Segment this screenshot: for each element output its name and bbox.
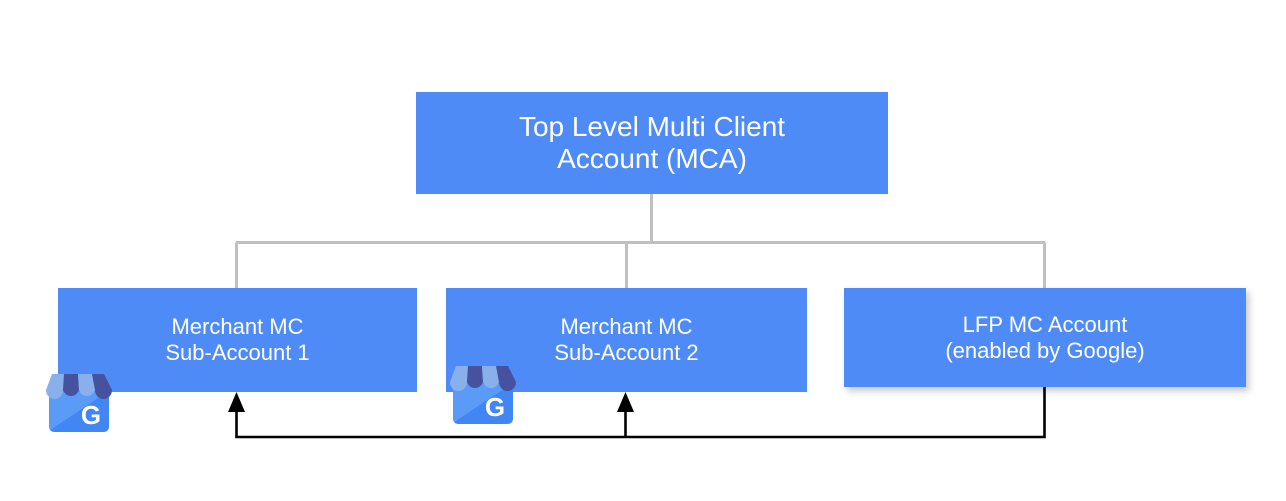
node-merchant-mc-sub-account-2[interactable]: Merchant MC Sub-Account 2	[446, 288, 807, 392]
node-merchant-mc-sub-account-2-line-2: Sub-Account 2	[554, 340, 699, 365]
gmb-awning-scallop-2	[63, 374, 79, 396]
gmb-awning-scallop-2	[467, 366, 483, 388]
gmb-awning-scallop-4	[496, 366, 516, 391]
gmb-letter-g: G	[485, 392, 505, 422]
arrowhead-sub-account-2	[617, 392, 634, 412]
node-lfp-mc-account-line-1: LFP MC Account	[962, 311, 1128, 337]
node-merchant-mc-sub-account-1-line-1: Merchant MC	[171, 314, 304, 340]
node-merchant-mc-sub-account-2-line-1: Merchant MC	[560, 314, 693, 340]
node-lfp-mc-account-line-2: (enabled by Google)	[945, 337, 1145, 363]
arrow-path-lfp-to-sub-accounts	[235, 387, 1046, 439]
gmb-awning-scallop-4	[92, 374, 112, 399]
node-top-level-mca-line-1: Top Level Multi Client	[518, 110, 786, 142]
node-top-level-mca-line-2: Account (MCA)	[557, 143, 747, 174]
gmb-awning-scallop-1	[450, 366, 468, 391]
gmb-body	[49, 392, 109, 432]
google-my-business-icon: G	[450, 366, 516, 424]
arrowhead-sub-account-1	[228, 392, 245, 412]
gmb-letter-g: G	[81, 400, 101, 430]
node-top-level-mca[interactable]: Top Level Multi Client Account (MCA)	[416, 92, 888, 194]
gmb-awning-scallop-3	[482, 366, 499, 388]
node-merchant-mc-sub-account-1[interactable]: Merchant MC Sub-Account 1	[58, 288, 417, 392]
gmb-awning-scallop-1	[46, 374, 64, 399]
google-my-business-icon: G	[46, 374, 112, 432]
node-merchant-mc-sub-account-1-line-2: Sub-Account 1	[165, 340, 310, 365]
gmb-awning-scallop-3	[78, 374, 95, 396]
node-lfp-mc-account[interactable]: LFP MC Account (enabled by Google)	[844, 288, 1246, 387]
